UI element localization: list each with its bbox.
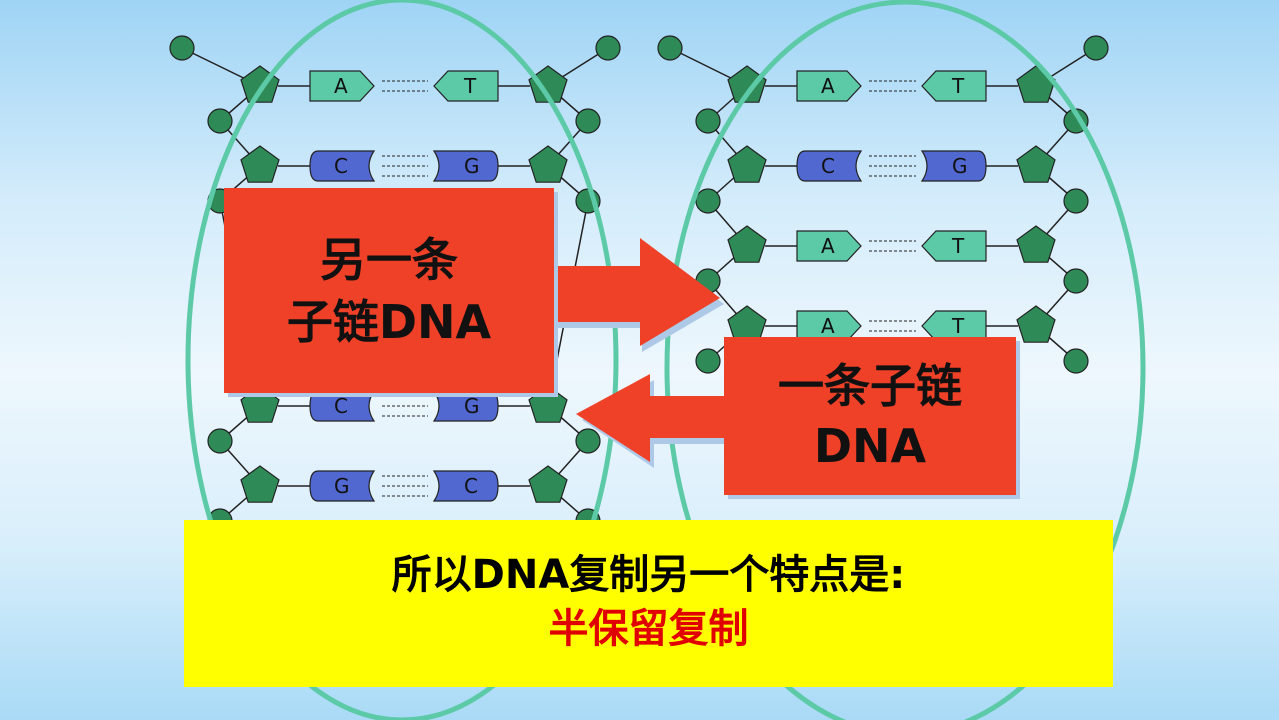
daughter-strand-box: 一条子链 DNA — [724, 337, 1016, 495]
arrow-right — [544, 238, 720, 346]
right-base-a — [796, 230, 862, 262]
right-base-label: A — [821, 234, 835, 258]
left-sugar — [528, 385, 568, 423]
right-base-t — [921, 310, 987, 342]
left-sugar — [240, 145, 280, 183]
right-base-c — [796, 150, 863, 182]
right-phosphate — [1063, 188, 1089, 214]
left-base-t — [433, 70, 499, 102]
left-phosphate — [575, 428, 601, 454]
left-phosphate — [207, 108, 233, 134]
right-sugar — [727, 145, 767, 183]
left-base-label: G — [464, 394, 480, 418]
left-phosphate — [169, 35, 195, 61]
right-sugar — [1016, 305, 1056, 343]
left-base-a — [309, 70, 375, 102]
arrow-left — [576, 374, 726, 462]
left-phosphate — [575, 108, 601, 134]
right-base-label: T — [951, 234, 965, 258]
left-phosphate — [595, 35, 621, 61]
right-sugar — [1016, 145, 1056, 183]
right-phosphate — [1063, 348, 1089, 374]
right-base-g — [920, 150, 987, 182]
left-sugar — [240, 465, 280, 503]
right-phosphate — [1063, 268, 1089, 294]
right-phosphate — [695, 188, 721, 214]
right-phosphate — [657, 35, 683, 61]
daughter-strand-line1: 一条子链 — [778, 359, 962, 413]
right-sugar — [727, 225, 767, 263]
right-base-label: G — [952, 154, 968, 178]
left-base-c — [309, 390, 376, 422]
left-base-label: C — [464, 474, 478, 498]
left-sugar — [240, 385, 280, 423]
left-phosphate — [207, 428, 233, 454]
right-base-a — [796, 70, 862, 102]
left-base-label: T — [463, 74, 477, 98]
right-base-label: A — [821, 314, 835, 338]
conclusion-caption: 所以DNA复制另一个特点是: 半保留复制 — [184, 520, 1113, 687]
right-phosphate — [1083, 35, 1109, 61]
other-daughter-strand-line1: 另一条 — [320, 232, 458, 287]
daughter-strand-line2: DNA — [813, 419, 927, 473]
right-phosphate — [695, 348, 721, 374]
left-base-g — [432, 390, 499, 422]
left-sugar — [528, 145, 568, 183]
left-sugar — [528, 465, 568, 503]
right-dna-molecule: A T C G A T A T — [657, 35, 1109, 374]
right-base-label: T — [951, 74, 965, 98]
right-base-t — [921, 230, 987, 262]
left-base-label: G — [334, 474, 350, 498]
right-base-label: C — [821, 154, 835, 178]
left-base-g — [432, 150, 499, 182]
left-base-c — [309, 150, 376, 182]
left-base-g — [309, 470, 376, 502]
left-base-label: A — [334, 74, 348, 98]
right-molecule-ellipse — [664, 0, 1146, 720]
other-daughter-strand-box: 另一条 子链DNA — [224, 188, 554, 393]
left-base-label: C — [334, 394, 348, 418]
other-daughter-strand-line2: 子链DNA — [286, 294, 492, 349]
left-base-label: G — [464, 154, 480, 178]
semi-conservative-replication-label: 半保留复制 — [548, 606, 749, 652]
right-sugar — [1016, 225, 1056, 263]
right-sugar — [1016, 65, 1056, 103]
right-base-t — [921, 70, 987, 102]
left-base-c — [432, 470, 499, 502]
left-molecule-ellipse — [185, 0, 619, 720]
right-phosphate — [695, 108, 721, 134]
right-base-a — [796, 310, 862, 342]
right-base-label: A — [821, 74, 835, 98]
conclusion-line: 所以DNA复制另一个特点是: — [391, 552, 906, 598]
right-base-label: T — [951, 314, 965, 338]
left-base-label: C — [334, 154, 348, 178]
